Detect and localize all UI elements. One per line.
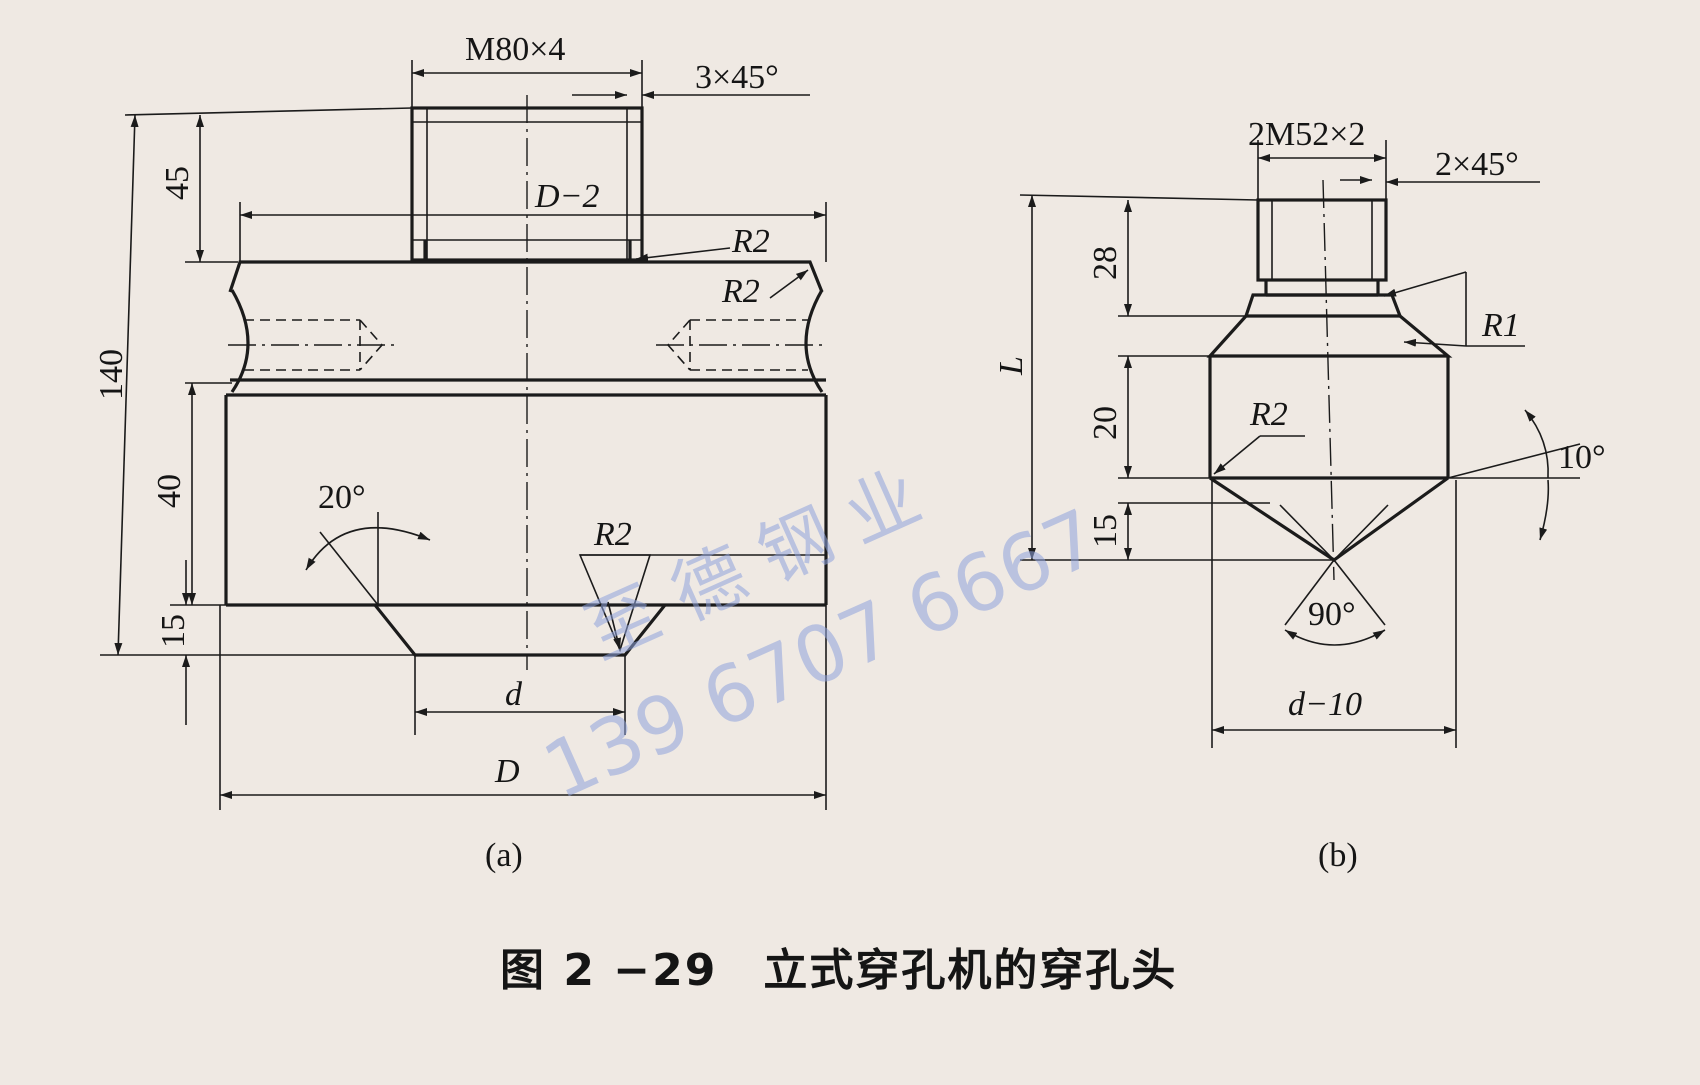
a-side-hole-left xyxy=(228,319,396,371)
b-tip-angle-label: 90° xyxy=(1308,596,1356,633)
figure-caption: 图 2 −29 立式穿孔机的穿孔头 xyxy=(500,945,1177,996)
a-height-bottom-label: 15 xyxy=(155,614,192,648)
a-radius-label-2: R2 xyxy=(721,273,760,310)
b-thread-stem xyxy=(1256,198,1388,282)
a-chamfer-label: 3×45° xyxy=(695,59,779,96)
a-nose xyxy=(373,604,667,657)
b-tip-cone xyxy=(1209,476,1449,562)
a-upper-body-top xyxy=(228,260,824,293)
b-radius-side-label: R2 xyxy=(1249,396,1288,433)
b-side-angle-label: 10° xyxy=(1558,439,1606,476)
figure-a: M80×4 3×45° D−2 R2 R2 140 45 40 15 20° xyxy=(93,31,828,874)
b-height-bottom-label: 15 xyxy=(1087,514,1124,548)
b-length-label: L xyxy=(993,356,1030,376)
b-collar xyxy=(1244,293,1402,317)
a-height-total-label: 140 xyxy=(93,349,130,400)
a-sublabel: (a) xyxy=(485,837,523,874)
a-thread-label: M80×4 xyxy=(465,31,565,68)
b-sublabel: (b) xyxy=(1318,837,1358,874)
watermark: 至 德 钢 业 139 6707 6667 xyxy=(531,454,1112,818)
a-height-mid-label: 40 xyxy=(151,474,188,508)
b-shoulder xyxy=(1206,314,1453,358)
a-height-top-label: 45 xyxy=(159,166,196,200)
b-center-line xyxy=(1322,179,1335,581)
a-side-hole-right xyxy=(656,319,826,371)
b-height-top-label: 28 xyxy=(1087,246,1124,280)
a-width-top-label: D−2 xyxy=(534,178,600,215)
b-thread-label: 2M52×2 xyxy=(1248,116,1365,153)
a-radius-label-1: R2 xyxy=(731,223,770,260)
b-chamfer-label: 2×45° xyxy=(1435,146,1519,183)
a-radius-label-3: R2 xyxy=(593,516,632,553)
figure-b: 90° 2M52×2 2×45° R1 L 28 20 xyxy=(993,116,1606,874)
a-outer-diameter-label: D xyxy=(494,753,520,790)
b-radius-top-label: R1 xyxy=(1481,307,1520,344)
b-diameter-label: d−10 xyxy=(1288,686,1362,723)
a-angle-label: 20° xyxy=(318,479,366,516)
a-inner-diameter-label: d xyxy=(505,676,523,713)
b-height-mid-label: 20 xyxy=(1087,406,1124,440)
